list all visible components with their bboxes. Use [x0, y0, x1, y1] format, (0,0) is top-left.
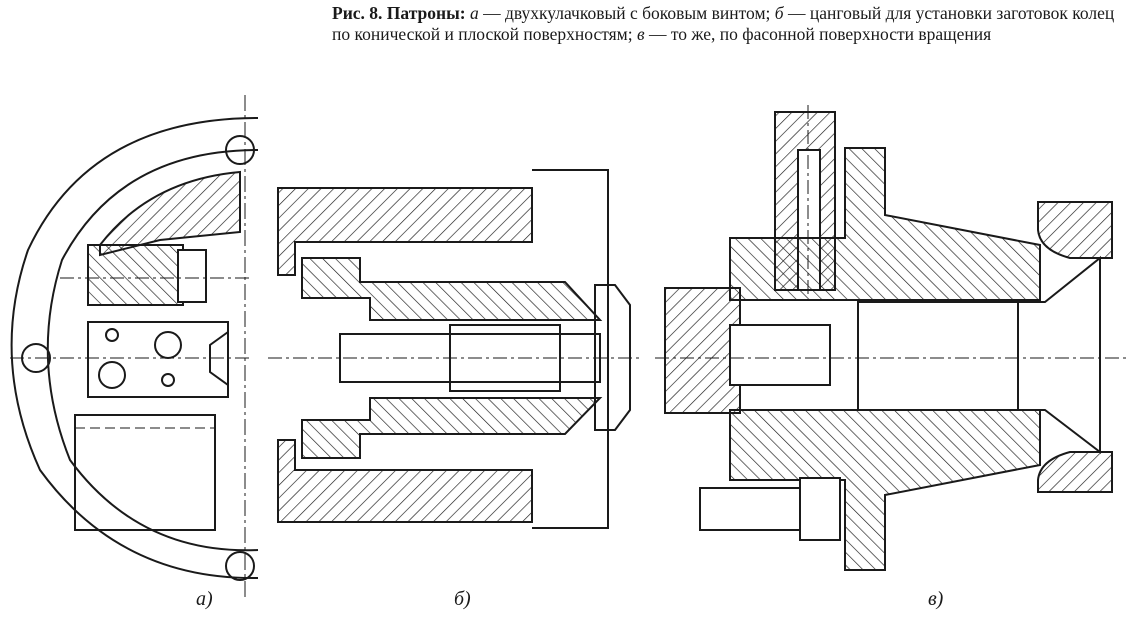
chuck-a-jaw-hole-3 [98, 361, 126, 389]
chuck-a-upper-hatch [99, 170, 241, 257]
chuck-b-drawing [268, 169, 640, 529]
sublabel-b: б) [454, 588, 471, 610]
chuck-v-drawing [655, 105, 1130, 571]
chuck-b-nose [594, 284, 631, 431]
chuck-b-collet-top [301, 257, 603, 321]
chuck-b-body-top [277, 187, 533, 276]
caption-text-a: — двухкулачковый с боковым винтом; [478, 3, 775, 23]
chuck-a-screw-head [177, 249, 207, 303]
chuck-v-ring-bottom [1037, 451, 1113, 493]
chuck-b-body-bottom [277, 439, 533, 523]
chuck-v-lower-bolt [699, 487, 811, 531]
caption-letter-b: б [774, 3, 784, 23]
chuck-v-lower-bolt-head [799, 477, 841, 541]
chuck-a-jaw-hole-4 [161, 373, 175, 387]
sublabel-a: а) [196, 588, 213, 610]
chuck-a-bolt-top [225, 135, 255, 165]
caption-letter-v: в [637, 24, 645, 44]
caption-prefix: Рис. 8. Патроны: [332, 3, 466, 23]
sublabel-v: в) [928, 588, 944, 610]
chuck-v-pin [729, 324, 831, 386]
caption-text-v: — то же, по фасонной поверхности вращени… [644, 24, 992, 44]
chuck-v-mandrel [857, 301, 1019, 411]
chuck-a-drawing [10, 95, 259, 600]
caption-text-b: — цанговый для установки заготовок колец… [332, 3, 1115, 44]
chuck-a-bolt-bottom [225, 551, 255, 581]
caption-letter-a: а [469, 3, 479, 23]
chuck-b-right-wall [532, 169, 609, 529]
chuck-a-screw [87, 244, 184, 306]
chuck-a-lower-block [74, 414, 216, 531]
chuck-a-jaw-hole-1 [105, 328, 119, 342]
chuck-a-jaw-block [87, 321, 229, 398]
chuck-v-left-block [664, 287, 741, 414]
chuck-a-bolt-left [21, 343, 51, 373]
chuck-v-flange-bottom [729, 409, 1041, 571]
chuck-b-collet-bottom [301, 397, 603, 459]
chuck-v-ring-top [1037, 201, 1113, 259]
figure-caption: Рис. 8. Патроны: а — двухкулачковый с бо… [332, 3, 1122, 45]
chuck-a-outer-arc [10, 117, 259, 580]
